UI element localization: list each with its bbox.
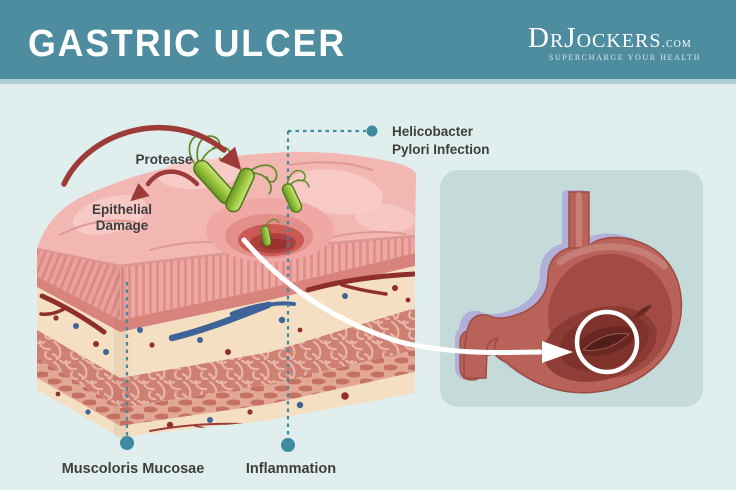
stomach-fold-slit	[634, 305, 652, 318]
stomach-illustration	[455, 190, 683, 394]
mucosal-surface	[36, 151, 416, 268]
process-arrows	[61, 124, 242, 202]
stomach-panel	[440, 170, 703, 407]
svg-text:DrJockers.com: DrJockers.com	[528, 22, 692, 54]
brand-logo: DrJockers.com SUPERCHARGE YOUR HEALTH	[528, 22, 701, 62]
mucosa-layer-left	[37, 249, 120, 320]
muscularis-mucosae-left	[37, 276, 120, 332]
zoom-arrowhead	[542, 341, 573, 363]
label-epithelial-damage-line1: Epithelial	[92, 202, 152, 217]
corner-crease-shadow	[114, 267, 127, 437]
label-inflammation: Inflammation	[246, 461, 336, 477]
tissue-block-illustration	[36, 151, 416, 437]
epithelial-damage-arrow	[145, 169, 200, 187]
header: GASTRIC ULCER DrJockers.com SUPERCHARGE …	[0, 0, 736, 84]
muscularis-mucosae-right	[120, 253, 415, 332]
diagram-labels: Protease Epithelial Damage Helicobacter …	[62, 124, 490, 477]
bacterium-large-2	[225, 164, 278, 213]
logo-tld-text: .com	[661, 36, 691, 51]
circular-muscle-right	[120, 350, 415, 426]
submucosa-vessels-right	[137, 271, 415, 432]
label-helicobacter-line2: Pylori Infection	[392, 142, 490, 157]
muscle-layer-right	[120, 308, 415, 408]
logo-brand-text: DrJockers	[528, 22, 661, 54]
callout-dot-muscularis	[120, 436, 134, 450]
serosa-right	[120, 372, 415, 437]
mucosa-layer-right	[120, 236, 415, 320]
logo-tagline: SUPERCHARGE YOUR HEALTH	[549, 53, 701, 62]
label-helicobacter-line1: Helicobacter	[392, 124, 474, 139]
muscle-layer-left	[37, 330, 120, 408]
page-title: GASTRIC ULCER	[28, 22, 346, 64]
label-protease: Protease	[135, 152, 193, 167]
ulcer-highlight-circle	[574, 309, 640, 375]
tissue-left-face	[37, 249, 120, 437]
label-muscularis-mucosae: Muscoloris Mucosae	[62, 461, 205, 477]
label-epithelial-damage-line2: Damage	[96, 218, 149, 233]
ulcer-zoom-arrow	[241, 237, 573, 363]
overhang-edge	[36, 234, 416, 268]
tissue-right-face	[114, 236, 415, 437]
submucosa-left	[37, 287, 120, 378]
epithelial-damage-arrowhead	[130, 183, 150, 202]
callout-dot-inflammation	[281, 438, 295, 452]
bacterium-in-crater	[260, 218, 280, 247]
submucosa-right	[120, 266, 415, 378]
callout-dot-helicobacter	[366, 125, 378, 137]
protease-arrow	[61, 124, 227, 187]
header-strip	[0, 79, 736, 84]
header-bar	[0, 0, 736, 79]
ulcer-crater	[206, 198, 334, 262]
surface-creases	[59, 161, 406, 251]
circular-muscle-left	[37, 358, 120, 426]
protease-arrowhead	[219, 146, 242, 171]
ulcer-slit	[582, 333, 630, 351]
submucosa-vessels-left	[39, 293, 109, 415]
bacterium-small	[281, 169, 310, 213]
fundus-highlight	[556, 243, 668, 270]
